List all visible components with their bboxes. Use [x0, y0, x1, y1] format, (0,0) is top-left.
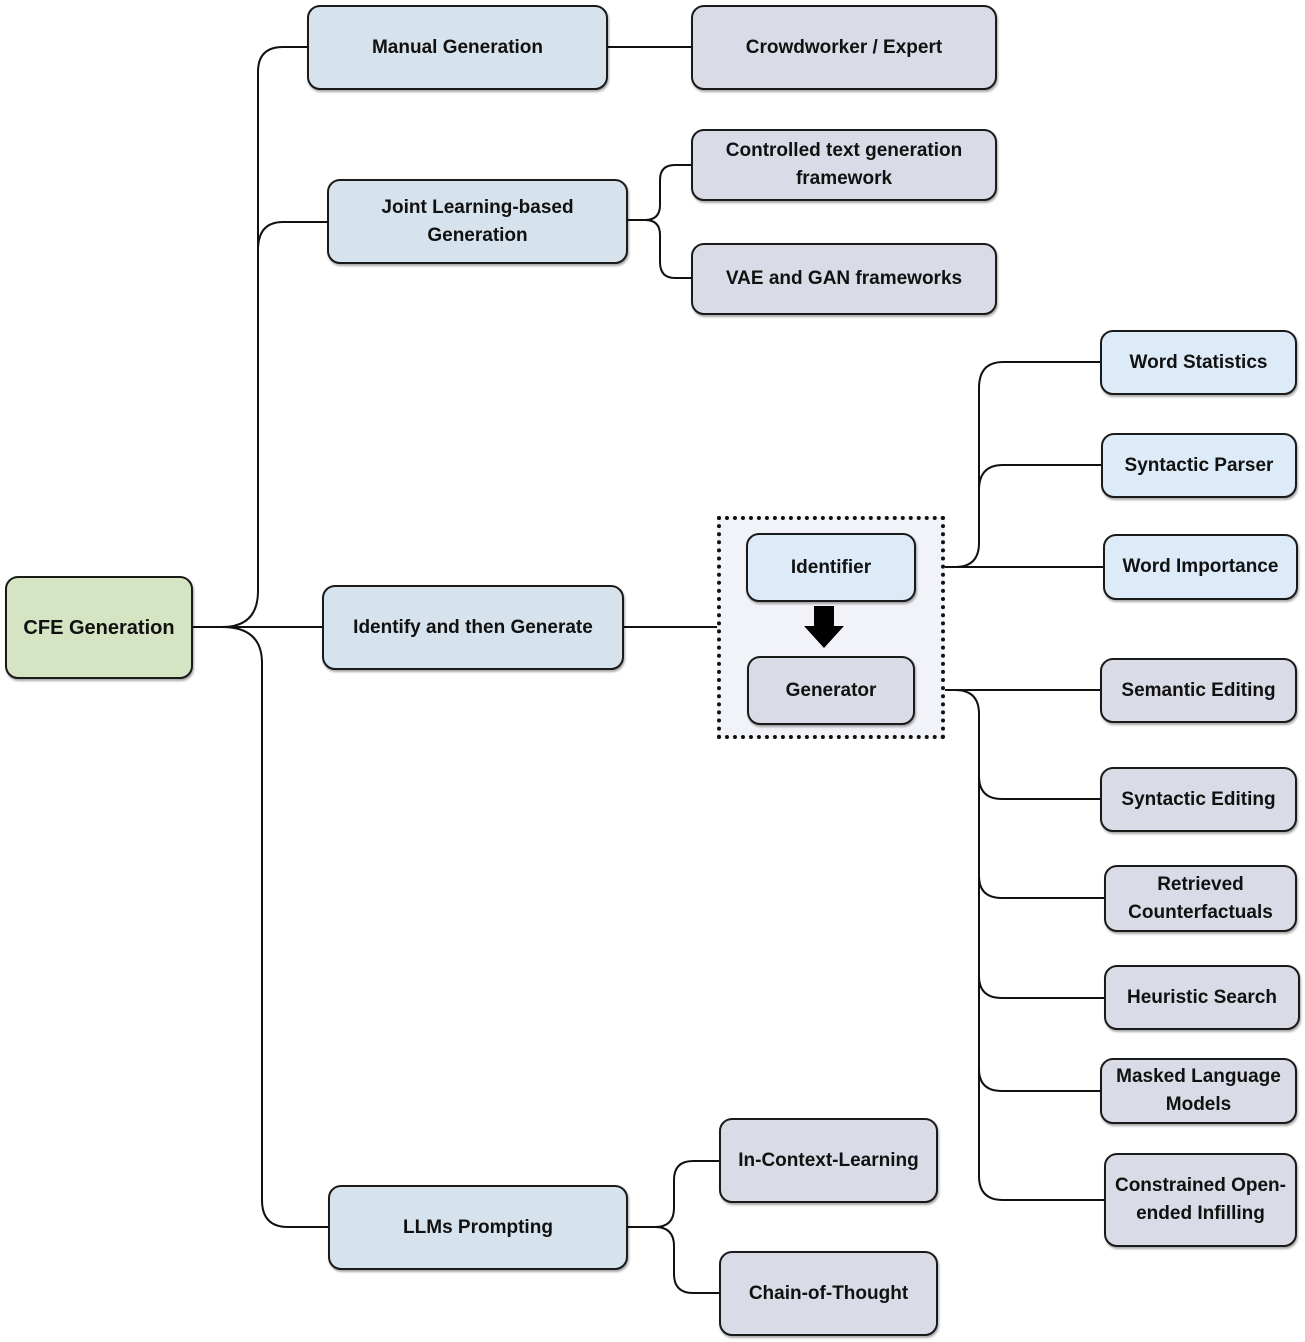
- branch-llm-prompting: LLMs Prompting: [328, 1185, 628, 1270]
- pipeline-identifier-label: Identifier: [790, 556, 872, 578]
- edge-joint-controlled: [627, 164, 691, 221]
- leaf-syntactic-parser-label: Syntactic Parser: [1124, 454, 1274, 476]
- branch-joint-label: Joint Learning-based Generation: [381, 196, 574, 246]
- branch-llm-label: LLMs Prompting: [403, 1216, 553, 1238]
- leaf-controlled-label: Controlled text generation framework: [725, 140, 963, 189]
- edge-generator-trunk: [915, 689, 1104, 1201]
- edge-root-joint: [257, 221, 327, 251]
- branch-identify-label: Identify and then Generate: [353, 616, 593, 638]
- edge-root-manual: [193, 46, 307, 628]
- leaf-retrieved-counterfactuals: Retrieved Counterfactuals: [1104, 865, 1297, 932]
- branch-manual-label: Manual Generation: [371, 36, 544, 58]
- leaf-word-statistics-label: Word Statistics: [1129, 351, 1268, 373]
- leaf-syntactic-parser: Syntactic Parser: [1101, 433, 1297, 498]
- edge-llm-icl: [628, 1160, 720, 1228]
- pipeline-identifier: Identifier: [746, 533, 916, 602]
- edge-generator-masked: [978, 1068, 1100, 1092]
- down-arrow-icon: [804, 606, 844, 648]
- leaf-crowdworker-expert: Crowdworker / Expert: [691, 5, 997, 90]
- leaf-vae-label: VAE and GAN frameworks: [725, 268, 963, 289]
- leaf-word-importance: Word Importance: [1103, 534, 1298, 600]
- leaf-icl-label: In-Context-Learning: [738, 1149, 919, 1171]
- pipeline-generator: Generator: [747, 656, 915, 725]
- leaf-word-importance-label: Word Importance: [1122, 556, 1279, 577]
- leaf-in-context-learning: In-Context-Learning: [719, 1118, 938, 1203]
- root-node: CFE Generation: [5, 576, 193, 679]
- leaf-syntactic-editing: Syntactic Editing: [1100, 767, 1297, 832]
- edge-llm-cot: [654, 1226, 720, 1294]
- edge-generator-retrieved: [978, 875, 1104, 899]
- branch-manual-generation: Manual Generation: [307, 5, 608, 90]
- root-label: CFE Generation: [23, 616, 175, 639]
- leaf-chain-of-thought: Chain-of-Thought: [719, 1251, 938, 1336]
- leaf-syntactic-editing-label: Syntactic Editing: [1121, 788, 1276, 810]
- leaf-semantic-editing: Semantic Editing: [1100, 658, 1297, 723]
- pipeline-generator-label: Generator: [785, 679, 877, 701]
- branch-identify-generate: Identify and then Generate: [322, 585, 624, 670]
- leaf-word-statistics: Word Statistics: [1100, 330, 1297, 395]
- leaf-masked-lm-label: Masked Language Models: [1116, 1066, 1281, 1115]
- leaf-crowdworker-label: Crowdworker / Expert: [745, 36, 943, 58]
- edge-generator-heuristic: [978, 975, 1104, 999]
- leaf-cot-label: Chain-of-Thought: [748, 1282, 909, 1304]
- leaf-vae-gan: VAE and GAN frameworks: [691, 243, 997, 315]
- edge-joint-vae: [644, 219, 691, 279]
- leaf-masked-language-models: Masked Language Models: [1100, 1058, 1297, 1124]
- leaf-controlled-text-generation: Controlled text generation framework: [691, 129, 997, 201]
- edge-root-llm: [221, 626, 328, 1228]
- branch-joint-learning: Joint Learning-based Generation: [327, 179, 628, 264]
- leaf-constrained-label: Constrained Open-ended Infilling: [1114, 1175, 1286, 1224]
- leaf-heuristic-label: Heuristic Search: [1127, 986, 1277, 1008]
- edge-generator-syntactic: [978, 775, 1100, 800]
- leaf-heuristic-search: Heuristic Search: [1104, 965, 1300, 1030]
- leaf-retrieved-label: Retrieved Counterfactuals: [1128, 873, 1273, 923]
- edge-identifier-parser: [978, 464, 1101, 491]
- edge-identifier-wordstats: [916, 361, 1100, 568]
- leaf-constrained-infilling: Constrained Open-ended Infilling: [1104, 1153, 1297, 1247]
- leaf-semantic-editing-label: Semantic Editing: [1121, 679, 1276, 701]
